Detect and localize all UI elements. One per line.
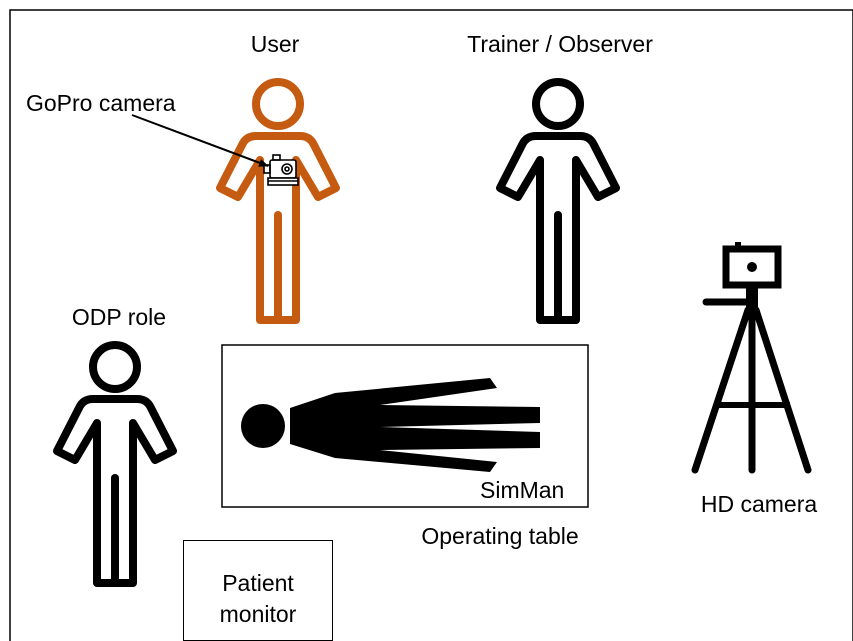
gopro-camera-label: GoPro camera [26, 90, 176, 116]
trainer-observer-label: Trainer / Observer [467, 31, 653, 57]
gopro-pointer-arrow [131, 114, 269, 167]
simman-lying-figure-icon [241, 378, 540, 472]
hd-camera-label: HD camera [700, 491, 818, 517]
outer-frame [9, 9, 853, 641]
operating-table-label: Operating table [421, 523, 579, 549]
person-odp-icon [53, 341, 177, 587]
patient-monitor-box: Patient monitor [183, 540, 333, 641]
patient-monitor-line1: Patient [222, 570, 294, 596]
simman-label: SimMan [480, 477, 565, 503]
operating-table-box [221, 344, 589, 508]
gopro-camera-icon [263, 154, 299, 186]
patient-monitor-line2: monitor [219, 601, 297, 627]
person-user-icon [216, 78, 340, 324]
person-trainer-icon [496, 78, 620, 324]
patient-monitor-label: Patient monitor [184, 568, 332, 630]
odp-role-label: ODP role [71, 304, 167, 330]
user-label: User [250, 31, 300, 57]
hd-camera-tripod-icon [691, 242, 812, 474]
